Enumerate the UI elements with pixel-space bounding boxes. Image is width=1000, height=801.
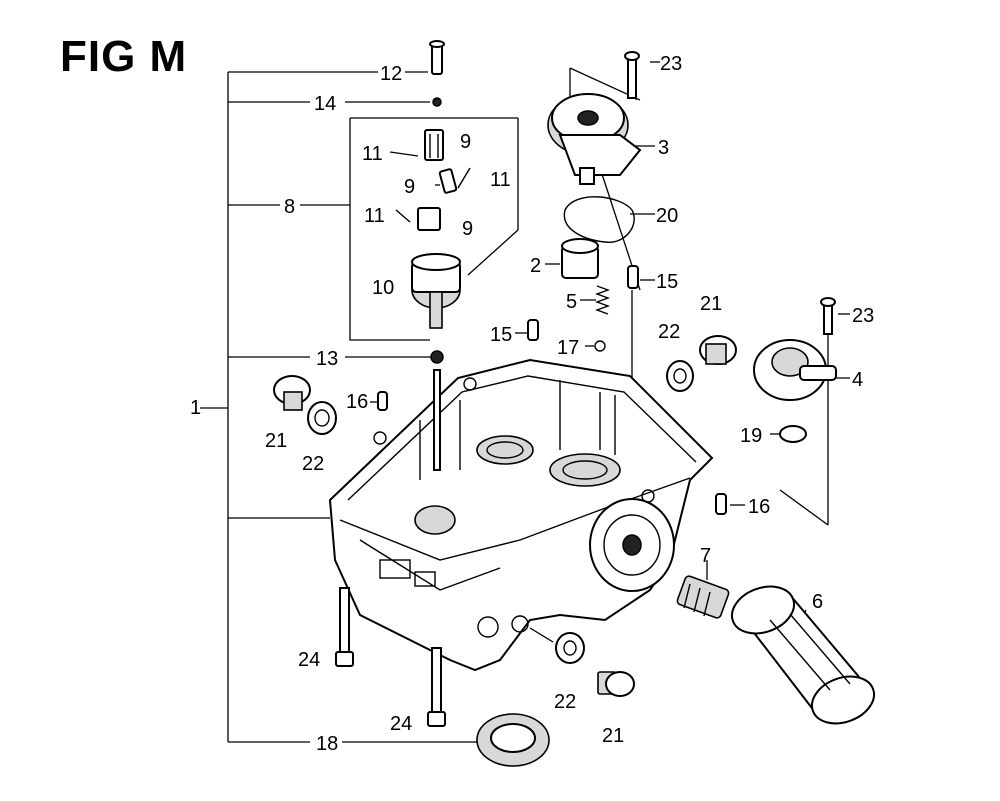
callout-label: 22 [554,691,576,713]
callout-label: 20 [656,205,678,227]
bolt-24-left [335,587,354,667]
callout-label: 1 [190,397,201,419]
bolt-12 [429,40,445,75]
oring-17 [594,340,606,352]
callout-label: 22 [658,321,680,343]
washer-13 [430,350,444,364]
washer-22-right [666,360,694,392]
callout-label: 11 [490,169,511,191]
oil-filter-6 [731,585,875,725]
callout-label: 21 [700,293,722,315]
callout-label: 3 [658,137,669,159]
callout-label: 4 [852,369,863,391]
callout-label: 16 [748,496,770,518]
callout-label: 15 [656,271,678,293]
callout-label: 9 [462,218,473,240]
callout-label: 21 [265,430,287,452]
plug-21-right [699,335,737,365]
dowel-16-right [715,493,727,515]
callout-label: 15 [490,324,512,346]
dowel-16-left [377,391,388,411]
callout-label: 23 [852,305,874,327]
valve-housing-4 [753,339,837,401]
crankcase-housing [328,358,714,672]
figure-title: FIG M [60,32,188,81]
callout-label: 9 [460,131,471,153]
pin-15-right [627,265,639,289]
callout-label: 23 [660,53,682,75]
callout-label: 11 [364,205,385,227]
plug-21-bottom [597,671,635,697]
callout-label: 12 [380,63,402,85]
callout-label: 9 [404,176,415,198]
callout-label: 11 [362,143,383,165]
callout-label: 19 [740,425,762,447]
callout-label: 8 [284,196,295,218]
washer-22-bottom [555,632,585,664]
callout-label: 17 [557,337,579,359]
callout-label: 16 [346,391,368,413]
oil-seal-18 [476,713,550,767]
pump-gear [547,93,642,185]
bolt-23-top [624,51,640,99]
callout-label: 22 [302,453,324,475]
bolt-23-right [820,297,836,335]
callout-label: 13 [316,348,338,370]
callout-label: 6 [812,591,823,613]
callout-label: 7 [700,545,711,567]
callout-label: 24 [390,713,412,735]
washer-14 [432,97,442,107]
rotor-2 [561,238,599,279]
callout-label: 21 [602,725,624,747]
callout-label: 2 [530,255,541,277]
shaft [433,369,441,471]
callout-label: 10 [372,277,394,299]
gasket-20 [563,196,635,243]
callout-label: 24 [298,649,320,671]
pin-15-left [527,319,539,341]
fitting-7 [676,575,730,619]
callout-label: 5 [566,291,577,313]
plug-21-left [273,375,311,411]
callout-labels: 1 12 14 8 11 9 9 11 11 9 10 13 16 21 22 … [190,53,874,755]
governor-assembly [395,129,471,329]
washer-22-left [307,401,337,435]
callout-label: 14 [314,93,336,115]
spring-5 [594,285,611,315]
callout-label: 18 [316,733,338,755]
oring-19 [779,425,807,443]
bolt-24-bottom [427,647,446,727]
